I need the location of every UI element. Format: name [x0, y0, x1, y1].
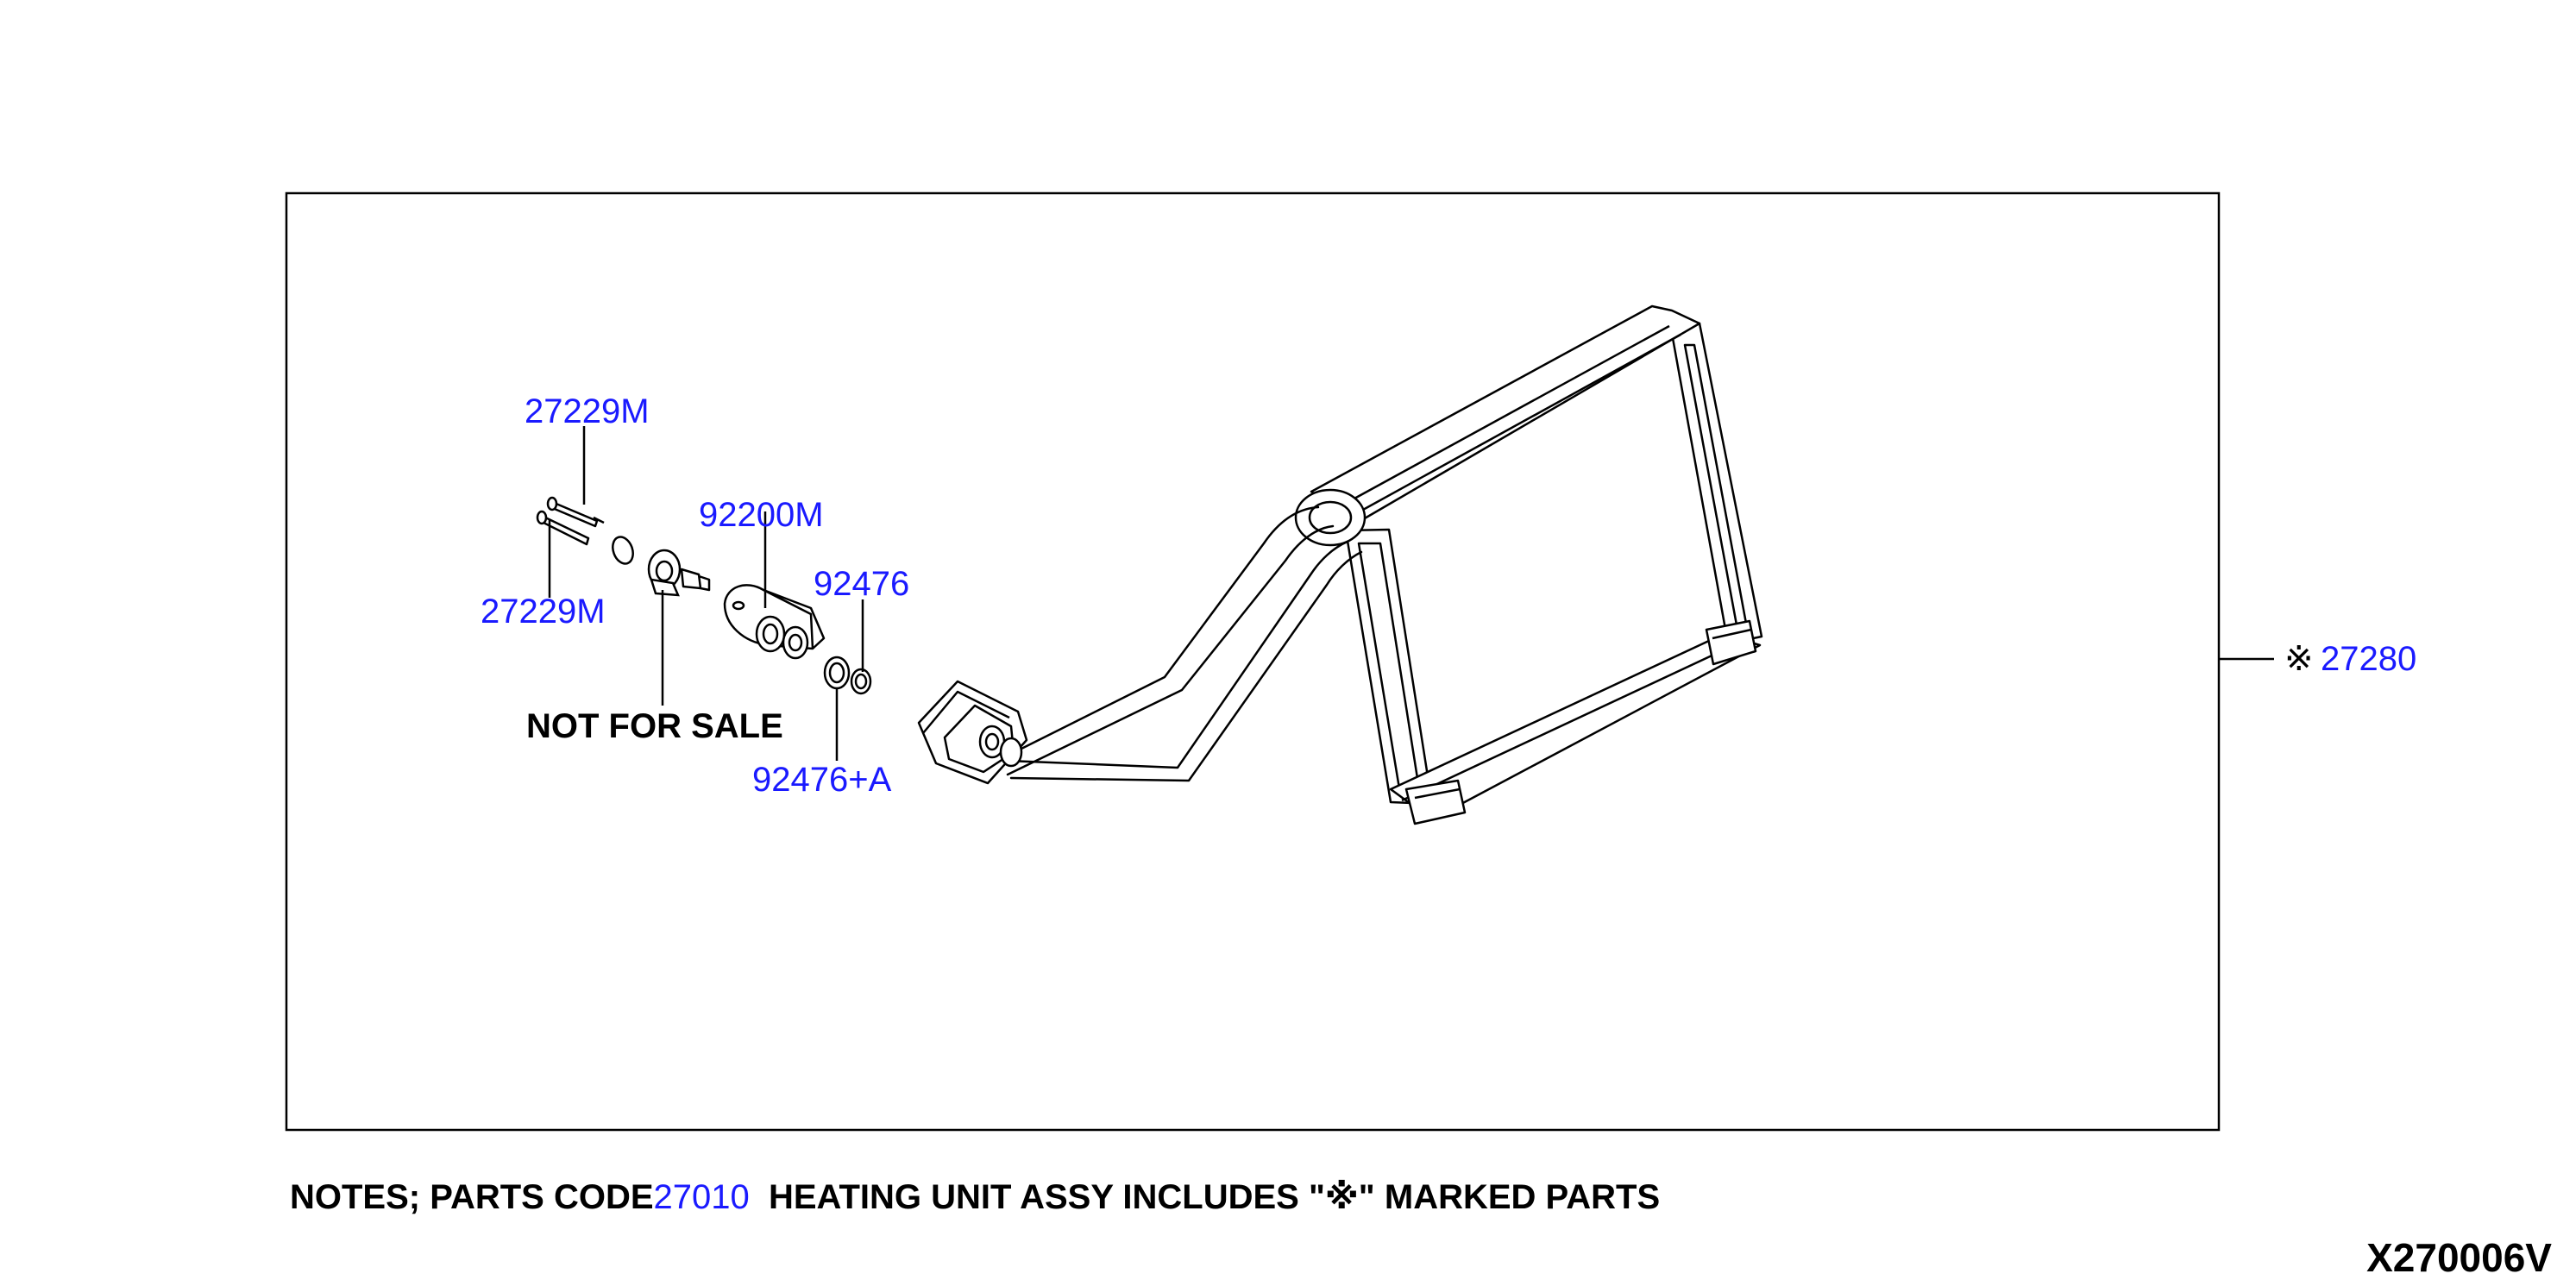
callout-27229M-upper[interactable]: 27229M: [525, 392, 650, 430]
diagram-frame: [285, 191, 2221, 1132]
notes-prefix: NOTES; PARTS CODE: [290, 1178, 654, 1216]
pipe-block-fitting[interactable]: [917, 680, 1028, 785]
callout-not-for-sale: NOT FOR SALE: [526, 707, 783, 745]
evaporator-core[interactable]: [1294, 304, 1763, 825]
callout-92200M[interactable]: 92200M: [699, 496, 824, 534]
leader-lines: [548, 426, 2274, 761]
diagram-code: X270006V: [2366, 1235, 2552, 1280]
callout-27229M-lower[interactable]: 27229M: [481, 593, 606, 631]
expansion-valve-92200M[interactable]: [723, 584, 826, 660]
notes-line: NOTES; PARTS CODE27010 HEATING UNIT ASSY…: [290, 1178, 1660, 1216]
evaporator-mark: ※: [2284, 640, 2314, 678]
valve-cap[interactable]: [680, 568, 711, 592]
callout-27280[interactable]: 27280: [2321, 640, 2416, 678]
callout-92476-plus-a[interactable]: 92476+A: [752, 761, 892, 799]
callout-92476[interactable]: 92476: [814, 565, 909, 603]
notes-code[interactable]: 27010: [654, 1178, 750, 1216]
refrigerant-pipes[interactable]: [999, 505, 1363, 782]
gasket-not-for-sale[interactable]: [609, 534, 682, 597]
notes-suffix: HEATING UNIT ASSY INCLUDES "※" MARKED PA…: [750, 1178, 1660, 1216]
bolts-27229M[interactable]: [536, 496, 605, 546]
